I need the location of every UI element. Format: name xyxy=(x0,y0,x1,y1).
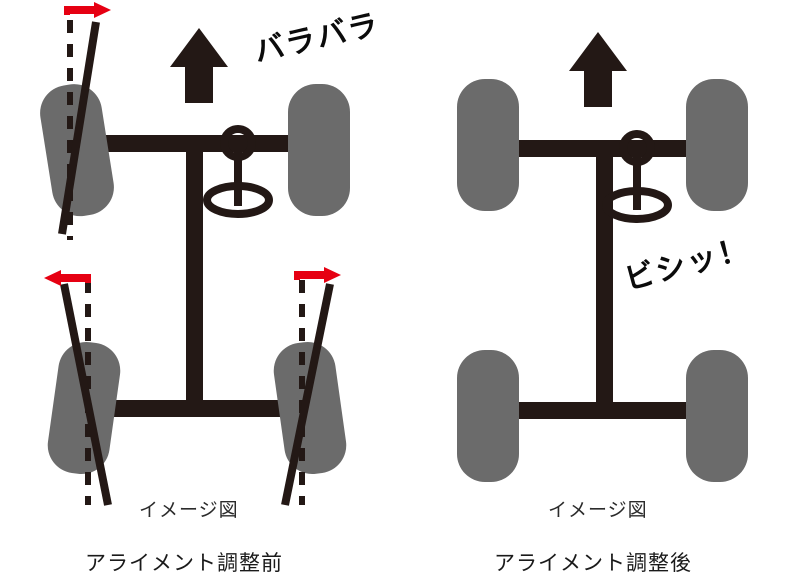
main-caption-after: アライメント調整後 xyxy=(494,551,692,575)
panel-after: ビシッ！ イメージ図 アライメント調整後 xyxy=(457,32,754,575)
up-arrow-icon-after xyxy=(569,32,627,107)
toe-line-rear-left xyxy=(60,283,112,506)
wheel-front-right xyxy=(288,84,350,216)
wheel-front-left-after xyxy=(457,79,519,211)
wheel-front-right-after xyxy=(686,79,748,211)
toe-line-rear-right xyxy=(281,283,334,506)
sub-caption-after: イメージ図 xyxy=(548,499,648,521)
wheel-rear-left-after xyxy=(457,350,519,482)
main-caption-before: アライメント調整前 xyxy=(85,551,283,575)
toe-line-front-left xyxy=(58,21,100,235)
wheel-rear-left xyxy=(47,341,121,475)
steering-wheel-icon xyxy=(203,125,273,218)
sub-caption-before: イメージ図 xyxy=(139,499,239,521)
panel-before: バラバラ イメージ図 アライメント調整前 xyxy=(40,2,383,575)
wheel-rear-right-after xyxy=(686,350,748,482)
chassis-before xyxy=(105,135,313,417)
wheel-rear-right xyxy=(273,341,347,475)
up-arrow-icon xyxy=(170,28,228,103)
steering-wheel-icon-after xyxy=(602,130,672,223)
